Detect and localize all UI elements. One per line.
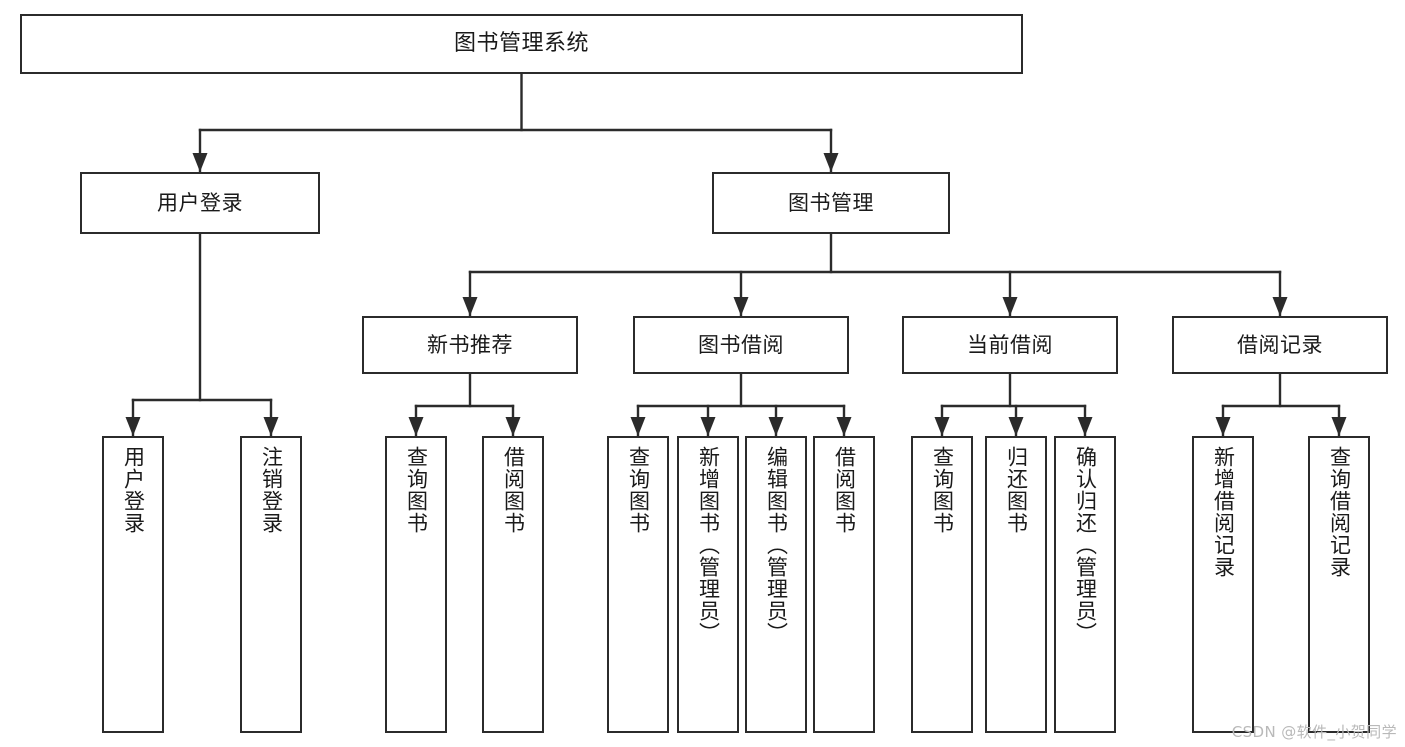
- node-leaf-12[interactable]: 新增借阅记录: [1192, 436, 1254, 733]
- node-label: 图书管理系统: [453, 31, 589, 57]
- node-label: 查询图书: [930, 446, 955, 534]
- node-label: 新书推荐: [427, 332, 513, 357]
- arrowhead-icon: [1008, 417, 1024, 436]
- node-label: 图书借阅: [698, 332, 784, 357]
- node-leaf-10[interactable]: 归还图书: [985, 436, 1047, 733]
- node-label: 查询借阅记录: [1327, 446, 1352, 578]
- node-root[interactable]: 图书管理系统: [20, 14, 1023, 74]
- arrowhead-icon: [934, 417, 950, 436]
- node-leaf-7[interactable]: 编辑图书（管理员）: [745, 436, 807, 733]
- arrowhead-icon: [1002, 297, 1018, 316]
- node-leaf-9[interactable]: 查询图书: [911, 436, 973, 733]
- node-leaf-2[interactable]: 注销登录: [240, 436, 302, 733]
- arrowhead-icon: [1077, 417, 1093, 436]
- arrowhead-icon: [823, 153, 839, 172]
- node-label: 借阅图书: [501, 446, 526, 534]
- arrowhead-icon: [505, 417, 521, 436]
- node-book-borrow[interactable]: 图书借阅: [633, 316, 849, 374]
- node-label: 查询图书: [626, 446, 651, 534]
- node-book-manage[interactable]: 图书管理: [712, 172, 950, 234]
- arrowhead-icon: [125, 417, 141, 436]
- arrowhead-icon: [462, 297, 478, 316]
- node-leaf-5[interactable]: 查询图书: [607, 436, 669, 733]
- node-new-book-rec[interactable]: 新书推荐: [362, 316, 578, 374]
- node-label: 新增图书（管理员）: [696, 446, 721, 644]
- node-label: 确认归还（管理员）: [1073, 446, 1098, 644]
- watermark: CSDN @软件_小贺同学: [1231, 723, 1397, 741]
- arrowhead-icon: [263, 417, 279, 436]
- node-leaf-6[interactable]: 新增图书（管理员）: [677, 436, 739, 733]
- node-label: 查询图书: [404, 446, 429, 534]
- node-borrow-record[interactable]: 借阅记录: [1172, 316, 1388, 374]
- node-leaf-4[interactable]: 借阅图书: [482, 436, 544, 733]
- node-user-login[interactable]: 用户登录: [80, 172, 320, 234]
- node-leaf-8[interactable]: 借阅图书: [813, 436, 875, 733]
- node-leaf-3[interactable]: 查询图书: [385, 436, 447, 733]
- node-label: 用户登录: [157, 190, 243, 215]
- node-label: 借阅记录: [1237, 332, 1323, 357]
- node-label: 注销登录: [259, 446, 284, 534]
- node-label: 图书管理: [788, 190, 874, 215]
- node-label: 归还图书: [1004, 446, 1029, 534]
- node-label: 借阅图书: [832, 446, 857, 534]
- arrowhead-icon: [1215, 417, 1231, 436]
- node-leaf-1[interactable]: 用户登录: [102, 436, 164, 733]
- arrowhead-icon: [408, 417, 424, 436]
- node-current-borrow[interactable]: 当前借阅: [902, 316, 1118, 374]
- node-leaf-11[interactable]: 确认归还（管理员）: [1054, 436, 1116, 733]
- arrowhead-icon: [1272, 297, 1288, 316]
- node-leaf-13[interactable]: 查询借阅记录: [1308, 436, 1370, 733]
- node-label: 编辑图书（管理员）: [764, 446, 789, 644]
- node-label: 新增借阅记录: [1211, 446, 1236, 578]
- arrowhead-icon: [733, 297, 749, 316]
- node-label: 用户登录: [121, 446, 146, 534]
- node-label: 当前借阅: [967, 332, 1053, 357]
- arrowhead-icon: [192, 153, 208, 172]
- arrowhead-icon: [700, 417, 716, 436]
- arrowhead-icon: [836, 417, 852, 436]
- arrowhead-icon: [1331, 417, 1347, 436]
- arrowhead-icon: [768, 417, 784, 436]
- arrowhead-icon: [630, 417, 646, 436]
